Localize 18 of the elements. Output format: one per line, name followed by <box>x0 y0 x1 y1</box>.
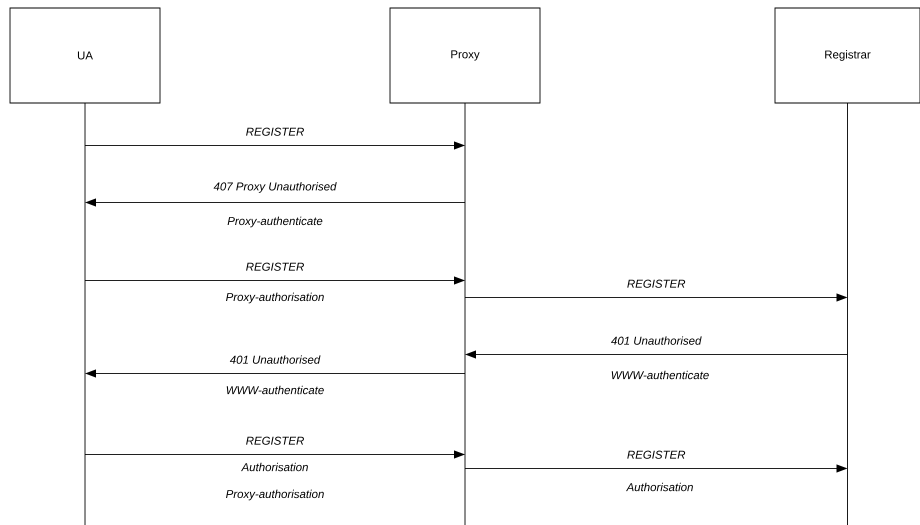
participant-box: Registrar <box>774 8 920 104</box>
message-label: REGISTER <box>246 436 304 445</box>
message-label: REGISTER <box>246 262 304 271</box>
header-label: Proxy-authorisation <box>226 292 324 304</box>
participant-box: UA <box>10 8 160 104</box>
header-label: Proxy-authorisation <box>226 490 324 500</box>
participant-box: Proxy <box>390 8 540 104</box>
message-label: 401 Unauthorised <box>230 355 320 364</box>
message-label: 407 Proxy Unauthorised <box>214 182 337 193</box>
header-label: Authorisation <box>626 482 693 492</box>
message-label: 401 Unauthorised <box>611 336 702 345</box>
header-label: Authorisation <box>241 462 308 472</box>
message-label: REGISTER <box>627 280 686 288</box>
message-label: REGISTER <box>246 128 304 136</box>
header-label: WWW-authenticate <box>612 370 709 380</box>
header-label: Proxy-authenticate <box>228 216 322 228</box>
header-label: WWW-authenticate <box>226 386 324 394</box>
message-label: REGISTER <box>627 450 686 459</box>
